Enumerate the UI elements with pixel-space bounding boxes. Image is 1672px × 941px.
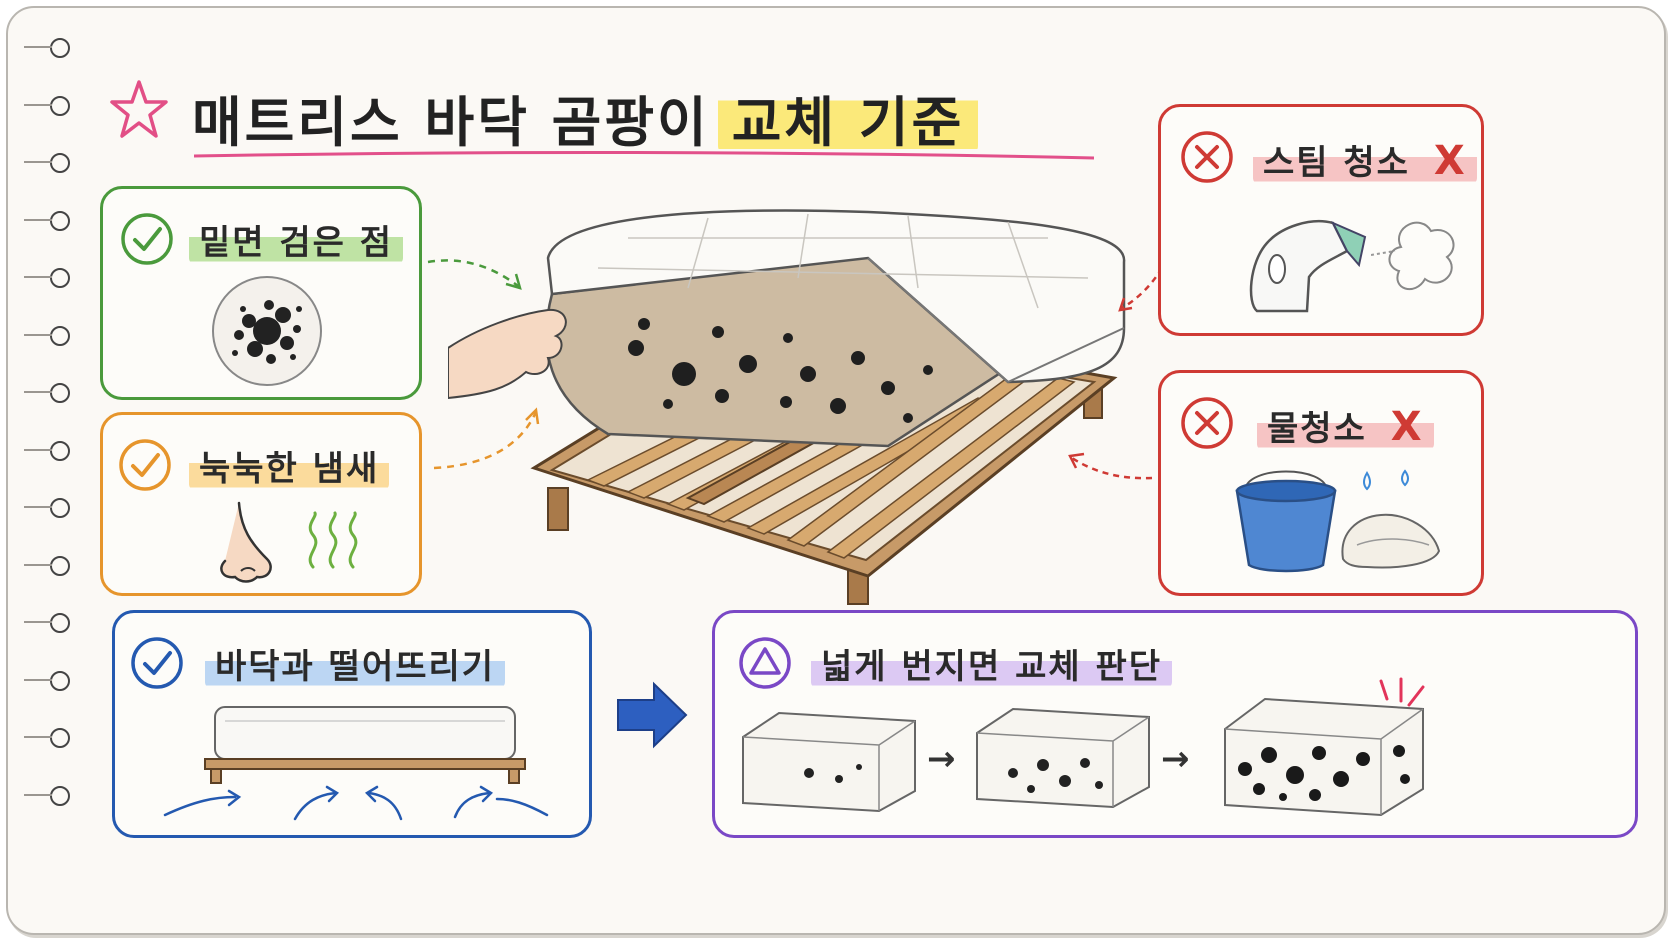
check-icon [121,213,173,265]
x-circle-icon [1181,131,1233,183]
warning-triangle-icon [739,637,791,689]
cloth-icon [1341,513,1441,569]
pointer-arrow-red-2 [1068,452,1153,480]
stage-arrow-2: → [1161,739,1190,779]
dont-mark-steam: X [1433,138,1467,184]
check-icon [131,637,183,689]
alert-lines-icon [1379,677,1425,707]
notebook-ring [24,613,70,633]
notebook-ring [24,728,70,748]
dont-card-steam: 스팀 청소 X [1158,104,1484,336]
dont-card-water: 물청소 X [1158,370,1484,596]
notebook-ring [24,325,70,346]
title-highlight: 교체 기준 [717,91,979,154]
x-circle-icon [1181,397,1233,449]
notebook-rings [24,38,84,898]
title-underline [194,150,1094,160]
warning-card-replace: 넓게 번지면 교체 판단 → → [712,610,1638,838]
dont-mark-water: X [1390,404,1424,450]
nose-icon [220,501,272,583]
warning-label: 넓게 번지면 교체 판단 [811,639,1173,688]
notebook-ring [24,153,70,173]
notebook-ring [24,383,70,403]
steamer-icon [1249,220,1367,313]
check-label-separate-floor: 바닥과 떨어뜨리기 [205,639,506,688]
arrow-right-icon [617,681,688,749]
check-card-damp-smell: 눅눅한 냄새 [100,412,422,596]
dont-label-steam: 스팀 청소 X [1253,135,1477,184]
pointer-arrow-green [427,259,522,290]
star-icon [110,80,168,138]
raised-mattress-icon [163,706,549,821]
check-card-black-spots: 밑면 검은 점 [100,186,422,400]
stage-arrow-1: → [927,739,956,779]
water-drops-icon [1363,469,1409,491]
check-card-separate-floor: 바닥과 떨어뜨리기 [112,610,592,838]
notebook-ring [24,440,70,461]
check-label-damp-smell: 눅눅한 냄새 [189,441,390,490]
pointer-arrow-orange [433,407,540,470]
dont-label-water: 물청소 X [1257,401,1434,450]
mattress-lift-illustration [448,209,1126,605]
notebook-ring [24,268,70,288]
dont-label-steam-text: 스팀 청소 [1263,143,1410,183]
check-label-black-spots: 밑면 검은 점 [189,215,404,264]
bucket-icon [1235,470,1337,573]
notebook-ring [24,555,70,576]
notebook-ring [24,210,70,231]
notebook-ring [24,498,70,518]
title-main: 매트리스 바닥 곰팡이 [192,91,710,154]
mold-spot-icon [212,276,322,386]
mattress-stage-2 [976,707,1150,809]
check-icon [119,439,171,491]
mattress-stage-1 [742,711,916,813]
notebook-ring [24,670,70,691]
odor-wave-icon [308,511,358,569]
notebook-ring [24,785,70,806]
dont-label-water-text: 물청소 [1267,409,1367,449]
steam-cloud-icon [1371,221,1455,290]
notebook-ring [24,38,70,58]
mattress-stage-3 [1224,697,1424,817]
notebook-ring [24,95,70,116]
